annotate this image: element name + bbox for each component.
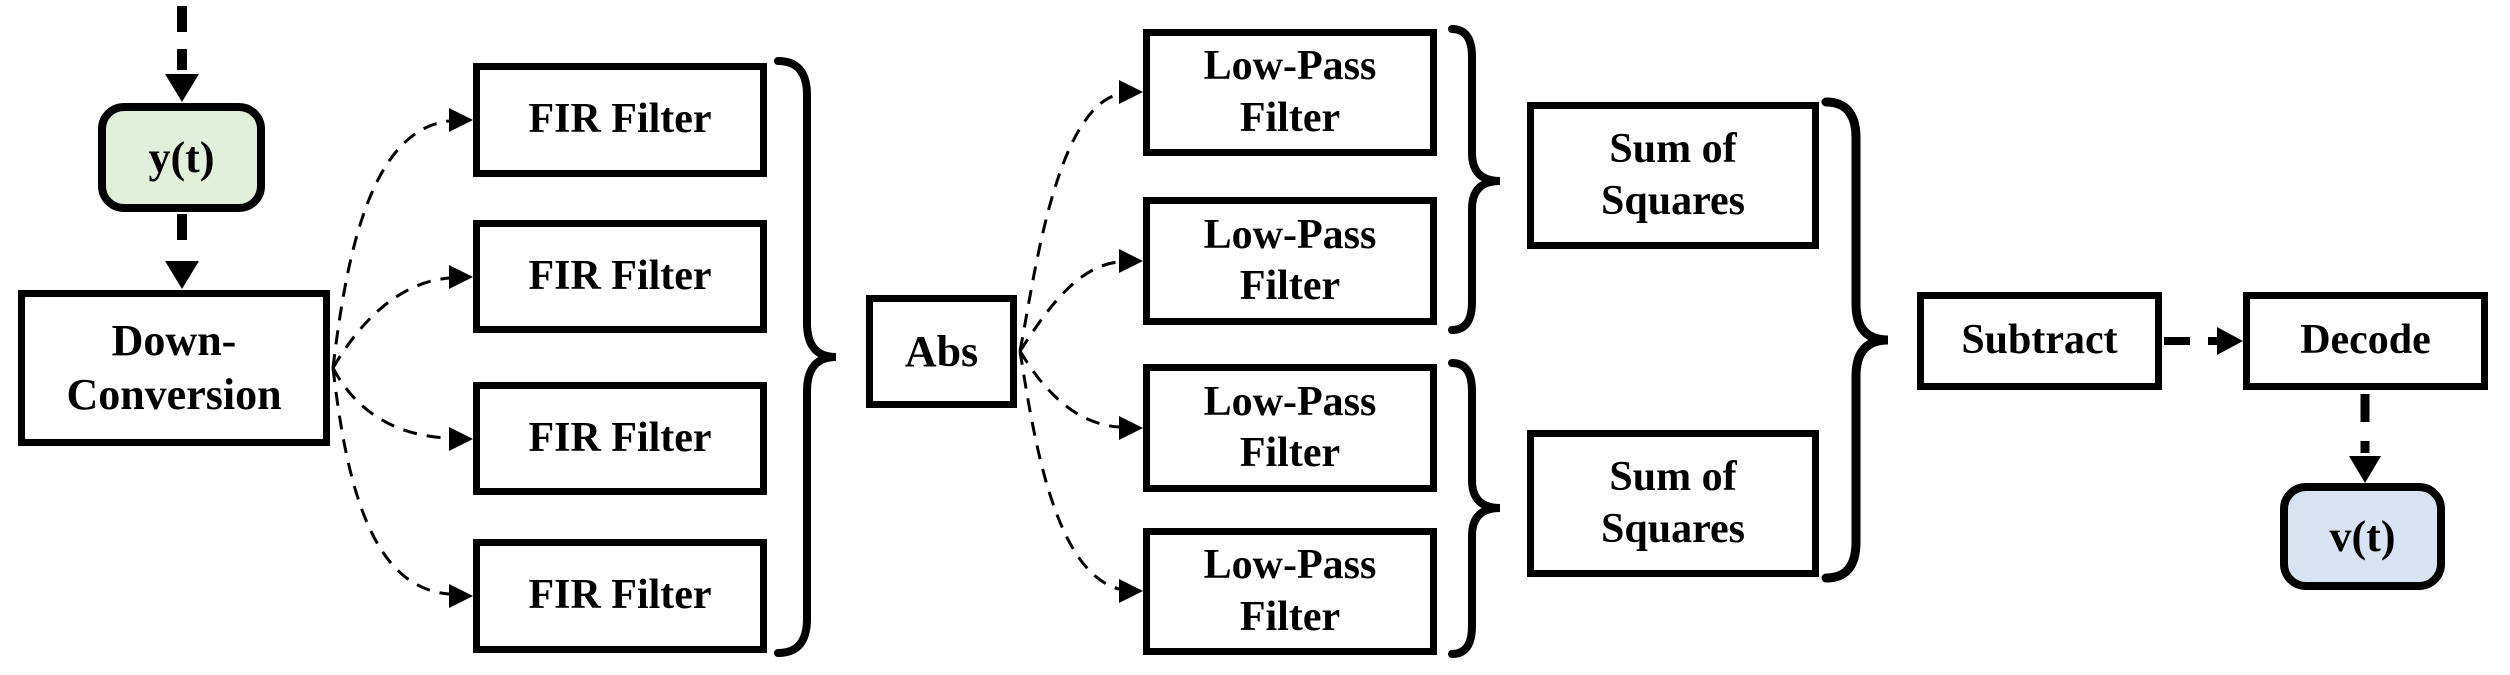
lpf-group1-brace (1448, 25, 1501, 334)
fir-group-brace (774, 57, 837, 657)
arrow-down-icon (165, 261, 199, 289)
lowpass-filter-label-line1: Low-Pass (1203, 542, 1377, 589)
downconversion-to-fir1-curve (331, 119, 450, 369)
fir-filter-label: FIR Filter (528, 252, 712, 299)
lowpass-filter-node-4: Low-Pass Filter (1143, 528, 1437, 655)
lowpass-filter-label-line1: Low-Pass (1203, 378, 1377, 425)
fir-filter-label: FIR Filter (528, 414, 712, 461)
down-conversion-node: Down- Conversion (18, 290, 330, 446)
downconversion-to-fir4-curve (331, 367, 450, 596)
input-node: y(t) (98, 103, 265, 212)
sum-of-squares-label-line1: Sum of (1609, 454, 1737, 501)
lowpass-filter-node-1: Low-Pass Filter (1143, 29, 1437, 156)
output-node-label: v(t) (2329, 511, 2396, 561)
subtract-label: Subtract (1961, 317, 2118, 364)
arrow-right-icon (1119, 579, 1143, 603)
sum-of-squares-node-2: Sum of Squares (1527, 430, 1819, 577)
arrow-right-icon (2217, 327, 2243, 355)
sum-of-squares-node-1: Sum of Squares (1527, 102, 1819, 249)
fir-filter-node-3: FIR Filter (473, 382, 767, 495)
downconversion-to-fir2-curve (331, 276, 450, 369)
abs-label: Abs (904, 326, 979, 376)
arrow-right-icon (449, 108, 473, 132)
abs-to-lpf3-curve (1018, 350, 1120, 429)
lowpass-filter-node-3: Low-Pass Filter (1143, 364, 1437, 492)
down-conversion-label-line2: Conversion (66, 370, 282, 419)
lowpass-filter-label-line2: Filter (1239, 263, 1341, 309)
lowpass-filter-label-line2: Filter (1239, 430, 1341, 476)
lowpass-filter-label-line2: Filter (1239, 94, 1341, 141)
abs-to-lpf1-curve (1018, 92, 1120, 352)
sum-of-squares-label-line1: Sum of (1609, 126, 1737, 173)
arrow-right-icon (1119, 416, 1143, 440)
subtract-node: Subtract (1917, 292, 2162, 390)
arrow-right-icon (449, 265, 473, 289)
fir-filter-node-2: FIR Filter (473, 220, 767, 333)
sum-of-squares-label-line2: Squares (1601, 177, 1745, 224)
arrow-down-icon (165, 74, 199, 102)
abs-to-lpf2-curve (1018, 260, 1120, 352)
sum-of-squares-label-line2: Squares (1601, 505, 1745, 552)
arrow-down-icon (2349, 456, 2381, 483)
fir-filter-label: FIR Filter (528, 96, 712, 143)
lowpass-filter-label-line1: Low-Pass (1203, 211, 1377, 258)
arrow-right-icon (449, 584, 473, 608)
abs-to-lpf4-curve (1018, 350, 1120, 591)
lpf-group2-brace (1448, 359, 1501, 658)
downconversion-to-fir3-curve (331, 367, 450, 440)
lowpass-filter-label-line1: Low-Pass (1203, 43, 1377, 90)
down-conversion-label-line1: Down- (111, 316, 237, 366)
output-node: v(t) (2280, 483, 2445, 590)
arrow-right-icon (1119, 249, 1143, 273)
fir-filter-node-4: FIR Filter (473, 539, 767, 653)
decode-node: Decode (2243, 292, 2488, 390)
arrow-right-icon (449, 427, 473, 451)
fir-filter-node-1: FIR Filter (473, 63, 767, 177)
lowpass-filter-node-2: Low-Pass Filter (1143, 197, 1437, 325)
decode-label: Decode (2300, 317, 2431, 364)
sum-group-brace (1821, 97, 1889, 583)
fir-filter-label: FIR Filter (528, 572, 712, 619)
lowpass-filter-label-line2: Filter (1239, 593, 1341, 640)
abs-node: Abs (866, 295, 1017, 408)
input-node-label: y(t) (148, 132, 215, 182)
arrow-right-icon (1119, 80, 1143, 104)
